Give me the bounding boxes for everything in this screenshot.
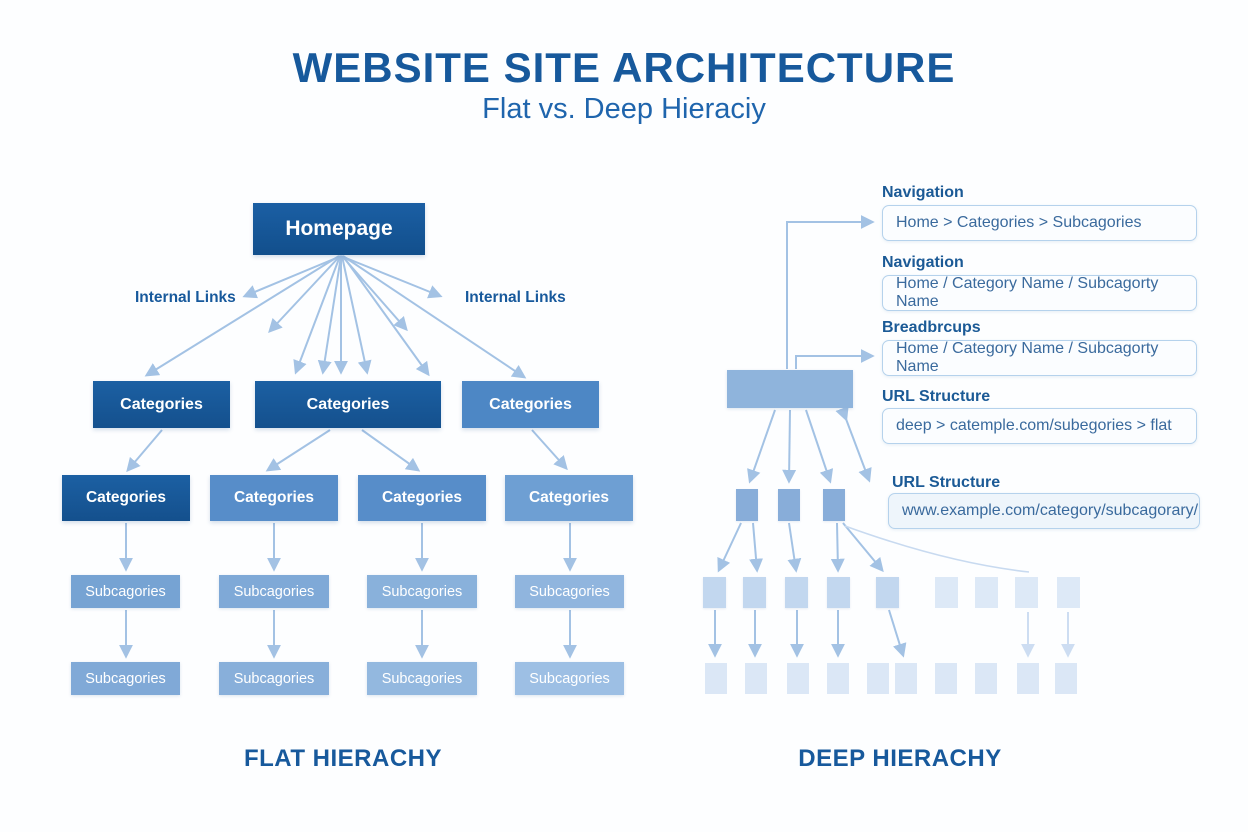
page-subtitle: Flat vs. Deep Hieraciy (482, 93, 766, 125)
field-value-navigation-2: Home / Category Name / Subcagorty Name (882, 275, 1197, 311)
deep-node-l4 (975, 663, 997, 694)
deep-node-l3 (785, 577, 808, 608)
field-value-url-structure-2: www.example.com/category/subcagorary/ (888, 493, 1200, 529)
deep-node-l4 (895, 663, 917, 694)
flat-category-l1-box: Categories (255, 381, 441, 428)
deep-node-l4 (1055, 663, 1077, 694)
flat-category-l2-box: Categories (210, 475, 338, 521)
flat-category-l2-box: Categories (505, 475, 633, 521)
field-heading-breadcrumbs: Breadbrcups (882, 319, 981, 336)
deep-node-l3 (1015, 577, 1038, 608)
page-title: WEBSITE SITE ARCHITECTURE (292, 44, 956, 91)
deep-node-l4 (867, 663, 889, 694)
internal-links-label-right: Internal Links (465, 289, 566, 306)
deep-node-l3 (827, 577, 850, 608)
deep-node-l4 (787, 663, 809, 694)
flat-category-l2-box: Categories (358, 475, 486, 521)
deep-node-l2 (736, 489, 758, 521)
flat-category-l1-box: Categories (462, 381, 599, 428)
field-value-navigation-1: Home > Categories > Subcagories (882, 205, 1197, 241)
deep-node-l4 (1017, 663, 1039, 694)
deep-hierarchy-footer-label: DEEP HIERACHY (798, 745, 1002, 772)
flat-subcategory-box: Subcagories (367, 575, 477, 608)
field-heading-navigation-1: Navigation (882, 184, 964, 201)
field-heading-url-structure-1: URL Structure (882, 388, 991, 405)
flat-subcategory-box: Subcagories (367, 662, 477, 695)
flat-category-l1-box: Categories (93, 381, 230, 428)
deep-root-box (727, 370, 853, 408)
deep-node-l4 (745, 663, 767, 694)
flat-hierarchy-footer-label: FLAT HIERACHY (243, 745, 443, 772)
deep-node-l3 (935, 577, 958, 608)
flat-subcategory-box: Subcagories (219, 662, 329, 695)
deep-node-l3 (876, 577, 899, 608)
deep-node-l4 (935, 663, 957, 694)
internal-links-label-left: Internal Links (135, 289, 236, 306)
field-heading-url-structure-2: URL Structure (892, 474, 1001, 491)
field-heading-navigation-2: Navigation (882, 254, 964, 271)
deep-node-l3 (743, 577, 766, 608)
flat-subcategory-box: Subcagories (71, 662, 180, 695)
deep-node-l3 (703, 577, 726, 608)
flat-subcategory-box: Subcagories (515, 662, 624, 695)
flat-subcategory-box: Subcagories (71, 575, 180, 608)
deep-node-l4 (705, 663, 727, 694)
flat-subcategory-box: Subcagories (219, 575, 329, 608)
field-value-url-structure-1: deep > catemple.com/subegories > flat (882, 408, 1197, 444)
flat-homepage-box: Homepage (253, 203, 425, 255)
deep-node-l2 (823, 489, 845, 521)
deep-node-l4 (827, 663, 849, 694)
flat-subcategory-box: Subcagories (515, 575, 624, 608)
deep-node-l2 (778, 489, 800, 521)
field-value-breadcrumbs: Home / Category Name / Subcagorty Name (882, 340, 1197, 376)
deep-node-l3 (1057, 577, 1080, 608)
flat-category-l2-box: Categories (62, 475, 190, 521)
deep-node-l3 (975, 577, 998, 608)
